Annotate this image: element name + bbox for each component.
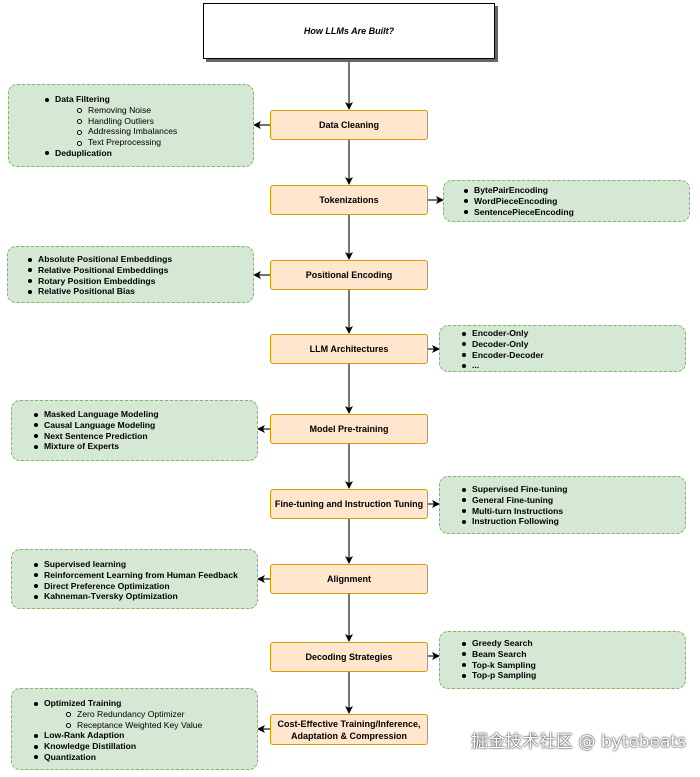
note-item: Masked Language Modeling (32, 409, 257, 420)
note-item: Next Sentence Prediction (32, 431, 257, 442)
note-subitem: Handling Outliers (43, 116, 253, 127)
step-label: Alignment (327, 574, 371, 584)
note-data-cleaning: Data Filtering Removing Noise Handling O… (8, 84, 254, 167)
note-decoding-strategies: Greedy Search Beam Search Top-k Sampling… (439, 631, 686, 689)
note-cost-effective: Optimized Training Zero Redundancy Optim… (11, 688, 258, 770)
step-label: LLM Architectures (309, 344, 389, 354)
note-item: Quantization (32, 752, 257, 763)
step-label: Tokenizations (319, 195, 379, 205)
note-item: Mixture of Experts (32, 441, 257, 452)
note-item: Reinforcement Learning from Human Feedba… (32, 570, 257, 581)
note-item: Low-Rank Adaption (32, 730, 257, 741)
diagram-title: How LLMs Are Built? (203, 3, 495, 59)
note-item: Absolute Positional Embeddings (26, 254, 253, 265)
note-alignment: Supervised learning Reinforcement Learni… (11, 549, 258, 609)
note-item: Multi-turn Instructions (460, 506, 685, 517)
note-item: BytePairEncoding (462, 185, 689, 196)
watermark: 掘金技术社区 @ bytebeats (471, 732, 686, 752)
note-item: Knowledge Distillation (32, 741, 257, 752)
step-label: Fine-tuning and Instruction Tuning (274, 499, 424, 509)
note-subitem: Receptance Weighted Key Value (32, 720, 257, 731)
step-model-pretraining: Model Pre-training (270, 414, 428, 444)
note-item: Rotary Position Embeddings (26, 276, 253, 287)
note-subitem: Zero Redundancy Optimizer (32, 709, 257, 720)
step-label-line2: Adaptation & Compression (290, 730, 407, 741)
note-item: Encoder-Only (460, 328, 685, 339)
note-item: Supervised Fine-tuning (460, 484, 685, 495)
note-item: Direct Preference Optimization (32, 581, 257, 592)
note-model-pretraining: Masked Language Modeling Causal Language… (11, 400, 258, 461)
step-cost-effective: Cost-Effective Training/Inference, Adapt… (270, 714, 428, 745)
note-tokenizations: BytePairEncoding WordPieceEncoding Sente… (443, 180, 690, 222)
note-subitem: Text Preprocessing (43, 137, 253, 148)
note-subitem: Addressing Imbalances (43, 126, 253, 137)
step-alignment: Alignment (270, 564, 428, 594)
note-item: SentencePieceEncoding (462, 207, 689, 218)
step-llm-architectures: LLM Architectures (270, 334, 428, 364)
note-item: Optimized Training (32, 698, 257, 709)
note-item: Greedy Search (460, 638, 685, 649)
note-item: Beam Search (460, 649, 685, 660)
note-item: ... (460, 360, 685, 371)
step-positional-encoding: Positional Encoding (270, 260, 428, 290)
note-item: Causal Language Modeling (32, 420, 257, 431)
note-item: Deduplication (43, 148, 253, 159)
note-positional-encoding: Absolute Positional Embeddings Relative … (7, 246, 254, 303)
note-item: Relative Positional Embeddings (26, 265, 253, 276)
step-decoding-strategies: Decoding Strategies (270, 642, 428, 672)
note-item: Data Filtering (43, 94, 253, 105)
note-item: General Fine-tuning (460, 495, 685, 506)
step-label: Decoding Strategies (305, 652, 393, 662)
note-item: Top-p Sampling (460, 670, 685, 681)
note-item: Encoder-Decoder (460, 350, 685, 361)
note-item: WordPieceEncoding (462, 196, 689, 207)
step-label: Data Cleaning (318, 120, 379, 130)
note-fine-tuning: Supervised Fine-tuning General Fine-tuni… (439, 476, 686, 534)
note-item: Decoder-Only (460, 339, 685, 350)
note-item: Top-k Sampling (460, 660, 685, 671)
note-item: Kahneman-Tversky Optimization (32, 591, 257, 602)
step-label-line1: Cost-Effective Training/Inference, (277, 718, 421, 729)
step-label: Model Pre-training (309, 424, 389, 434)
step-data-cleaning: Data Cleaning (270, 110, 428, 140)
step-tokenizations: Tokenizations (270, 185, 428, 215)
step-label: Positional Encoding (305, 270, 393, 280)
note-item: Relative Positional Bias (26, 286, 253, 297)
note-item: Instruction Following (460, 516, 685, 527)
note-llm-architectures: Encoder-Only Decoder-Only Encoder-Decode… (439, 325, 686, 372)
step-fine-tuning: Fine-tuning and Instruction Tuning (270, 489, 428, 519)
note-item: Supervised learning (32, 559, 257, 570)
note-subitem: Removing Noise (43, 105, 253, 116)
